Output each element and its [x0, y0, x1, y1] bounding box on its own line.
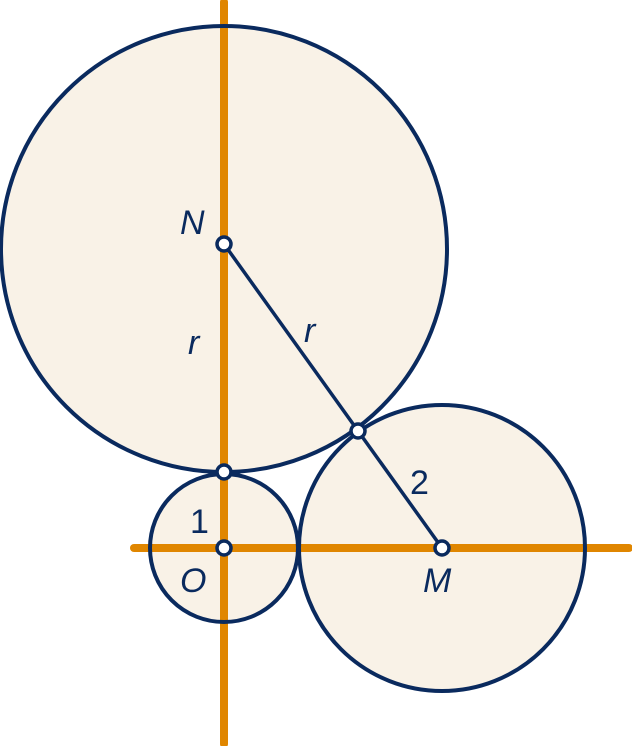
label-n: N: [180, 204, 205, 242]
segment-n-m: [222, 242, 444, 550]
label-m: M: [423, 562, 452, 600]
point-o: [215, 539, 233, 557]
point-tangent-nm: [349, 422, 367, 440]
label-radius-1: 1: [190, 503, 209, 541]
label-r-vertical: r: [188, 324, 201, 362]
circle-m: [297, 403, 587, 693]
point-tangent-no: [215, 463, 233, 481]
point-m: [433, 539, 451, 557]
point-n: [215, 235, 233, 253]
label-r-diagonal: r: [304, 312, 317, 350]
label-o: O: [180, 562, 206, 600]
label-radius-2: 2: [410, 464, 429, 502]
